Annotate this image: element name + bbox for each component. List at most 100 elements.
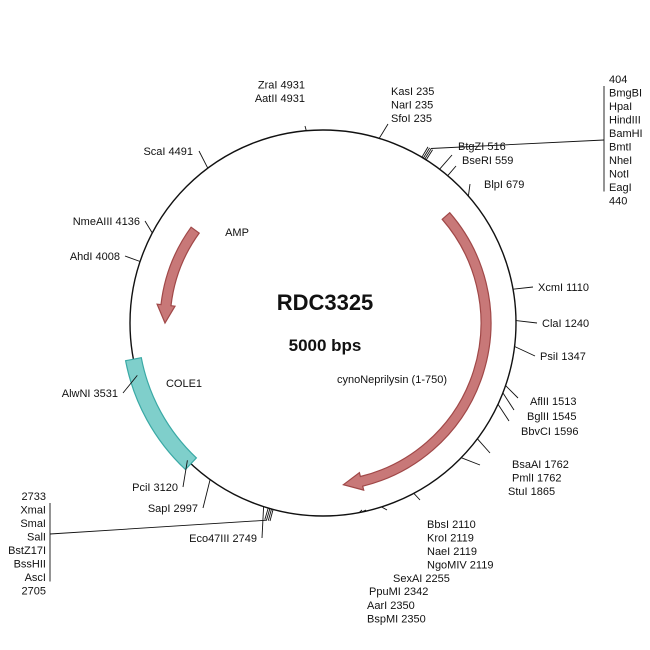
site-leader-line xyxy=(502,392,515,411)
feature-layer: cynoNeprilysin (1-750) AMP COLE1 xyxy=(124,211,492,491)
site-label: BsaAI 1762 xyxy=(512,459,569,471)
site-label: AhdI 4008 xyxy=(70,251,120,263)
restriction-site[interactable]: PsiI 1347 xyxy=(514,346,586,364)
site-label: HindIII xyxy=(609,115,641,127)
site-label: ScaI 4491 xyxy=(143,146,193,158)
feature-cole1[interactable]: COLE1 xyxy=(124,356,202,471)
site-label: AflII 1513 xyxy=(530,396,576,408)
site-tick xyxy=(424,148,432,160)
site-leader-line xyxy=(378,123,389,139)
site-leader-line xyxy=(512,286,534,290)
restriction-site[interactable]: BseRI 559 xyxy=(447,155,514,176)
restriction-site[interactable]: BtgZI 516 xyxy=(439,141,506,170)
site-label: BssHII xyxy=(14,559,46,571)
site-leader-line xyxy=(261,506,265,539)
site-leader-line xyxy=(198,150,209,169)
site-label: EagI xyxy=(609,182,632,194)
restriction-site[interactable]: NmeAIII 4136 xyxy=(73,216,153,234)
site-label: PciI 3120 xyxy=(132,482,178,494)
restriction-site[interactable]: ScaI 4491 xyxy=(143,146,209,169)
feature-amp[interactable]: AMP xyxy=(156,226,249,325)
site-label: XcmI 1110 xyxy=(538,282,589,294)
site-label: SmaI xyxy=(20,518,46,530)
site-leader-line xyxy=(124,255,141,262)
site-leader-line xyxy=(430,139,605,149)
site-label: SalI xyxy=(27,532,46,544)
site-label: BstZ17I xyxy=(8,545,46,557)
restriction-site[interactable]: PpuMI 2342 xyxy=(360,509,428,598)
feature-label: COLE1 xyxy=(166,378,202,390)
feature-label: AMP xyxy=(225,227,249,239)
site-label: PmlI 1762 xyxy=(512,473,562,485)
site-label: BmtI xyxy=(609,142,632,154)
feature-shape[interactable] xyxy=(156,226,201,325)
restriction-site-layer: 404BmgBIHpaIHindIIIBamHIBmtINheINotIEagI… xyxy=(8,74,643,626)
site-leader-line xyxy=(360,509,367,513)
site-leader-line xyxy=(477,438,491,454)
site-label: BspMI 2350 xyxy=(367,614,426,626)
site-leader-line xyxy=(304,125,307,131)
site-label: BseRI 559 xyxy=(462,155,513,167)
site-leader-line xyxy=(514,346,536,357)
restriction-site[interactable]: AhdI 4008 xyxy=(70,251,141,263)
site-label: NotI xyxy=(609,169,629,181)
site-label: SexAI 2255 xyxy=(393,573,450,585)
site-label: NgoMIV 2119 xyxy=(427,560,493,572)
feature-shape[interactable] xyxy=(124,356,198,471)
site-label: BtgZI 516 xyxy=(458,141,506,153)
site-tick xyxy=(421,146,429,158)
site-tick xyxy=(422,147,430,159)
site-label: StuI 1865 xyxy=(508,486,555,498)
restriction-site[interactable]: SexAI 2255 xyxy=(381,506,450,585)
restriction-site[interactable]: ClaI 1240 xyxy=(515,318,589,330)
site-label: KroI 2119 xyxy=(427,533,474,545)
restriction-site[interactable]: AlwNI 3531 xyxy=(62,375,138,400)
site-label: BlpI 679 xyxy=(484,179,524,191)
restriction-site[interactable]: BbvCI 1596 xyxy=(497,404,578,438)
site-leader-line xyxy=(144,220,153,234)
site-leader-line xyxy=(49,519,268,535)
site-label: ZraI 4931 xyxy=(258,80,305,92)
site-leader-line xyxy=(467,183,471,197)
site-label: AatII 4931 xyxy=(255,93,305,105)
site-leader-line xyxy=(497,404,510,422)
site-leader-line xyxy=(515,320,538,324)
site-label: NmeAIII 4136 xyxy=(73,216,140,228)
feature-shape[interactable] xyxy=(342,211,492,491)
site-label: NarI 235 xyxy=(391,100,433,112)
restriction-site[interactable]: BlpI 679 xyxy=(467,179,524,197)
restriction-site[interactable]: SapI 2997 xyxy=(148,479,211,515)
restriction-site[interactable]: Eco47III 2749 xyxy=(189,506,265,545)
site-tick xyxy=(269,509,274,522)
site-leader-line xyxy=(182,460,188,488)
restriction-site[interactable]: BglII 1545 xyxy=(502,392,577,423)
restriction-site[interactable]: XcmI 1110 xyxy=(512,282,589,294)
site-label: BmgBI xyxy=(609,88,642,100)
site-label: PsiI 1347 xyxy=(540,351,586,363)
site-leader-line xyxy=(202,479,211,509)
restriction-site[interactable]: 404BmgBIHpaIHindIIIBamHIBmtINheINotIEagI… xyxy=(421,74,643,208)
site-label: 404 xyxy=(609,74,627,86)
site-label: 440 xyxy=(609,196,627,208)
restriction-site[interactable]: StuI 1865 xyxy=(461,457,555,498)
site-leader-line xyxy=(413,492,421,501)
restriction-site[interactable]: PciI 3120 xyxy=(132,460,188,494)
site-label: 2733 xyxy=(22,491,46,503)
site-label: AarI 2350 xyxy=(367,600,415,612)
site-label: 2705 xyxy=(22,586,46,598)
site-label: SapI 2997 xyxy=(148,503,198,515)
site-label: SfoI 235 xyxy=(391,113,432,125)
restriction-site[interactable]: AflII 1513 xyxy=(505,385,577,408)
site-label: NaeI 2119 xyxy=(427,546,477,558)
site-label: KasI 235 xyxy=(391,86,434,98)
site-leader-line xyxy=(381,506,388,511)
site-label: AscI xyxy=(25,572,46,584)
feature-cynoneprilysin-1-750-[interactable]: cynoNeprilysin (1-750) xyxy=(337,211,492,491)
